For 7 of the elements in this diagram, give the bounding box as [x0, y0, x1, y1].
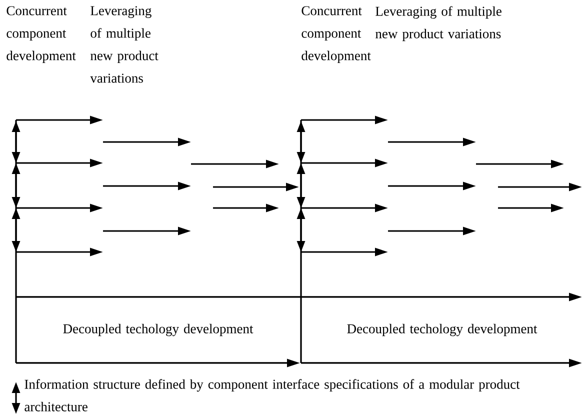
label: Leveraging of multiple new product variations	[376, 6, 502, 42]
label: Decoupled techology development	[347, 324, 538, 336]
label: Decoupled techology development	[63, 324, 254, 336]
label: Leveraging of multiple new product variations	[90, 6, 158, 83]
label: Concurrent component development	[6, 6, 76, 63]
legend-text: Information structure defined by component interface specifications of a modular product architecture	[24, 379, 520, 412]
label: Concurrent component development	[302, 6, 371, 63]
